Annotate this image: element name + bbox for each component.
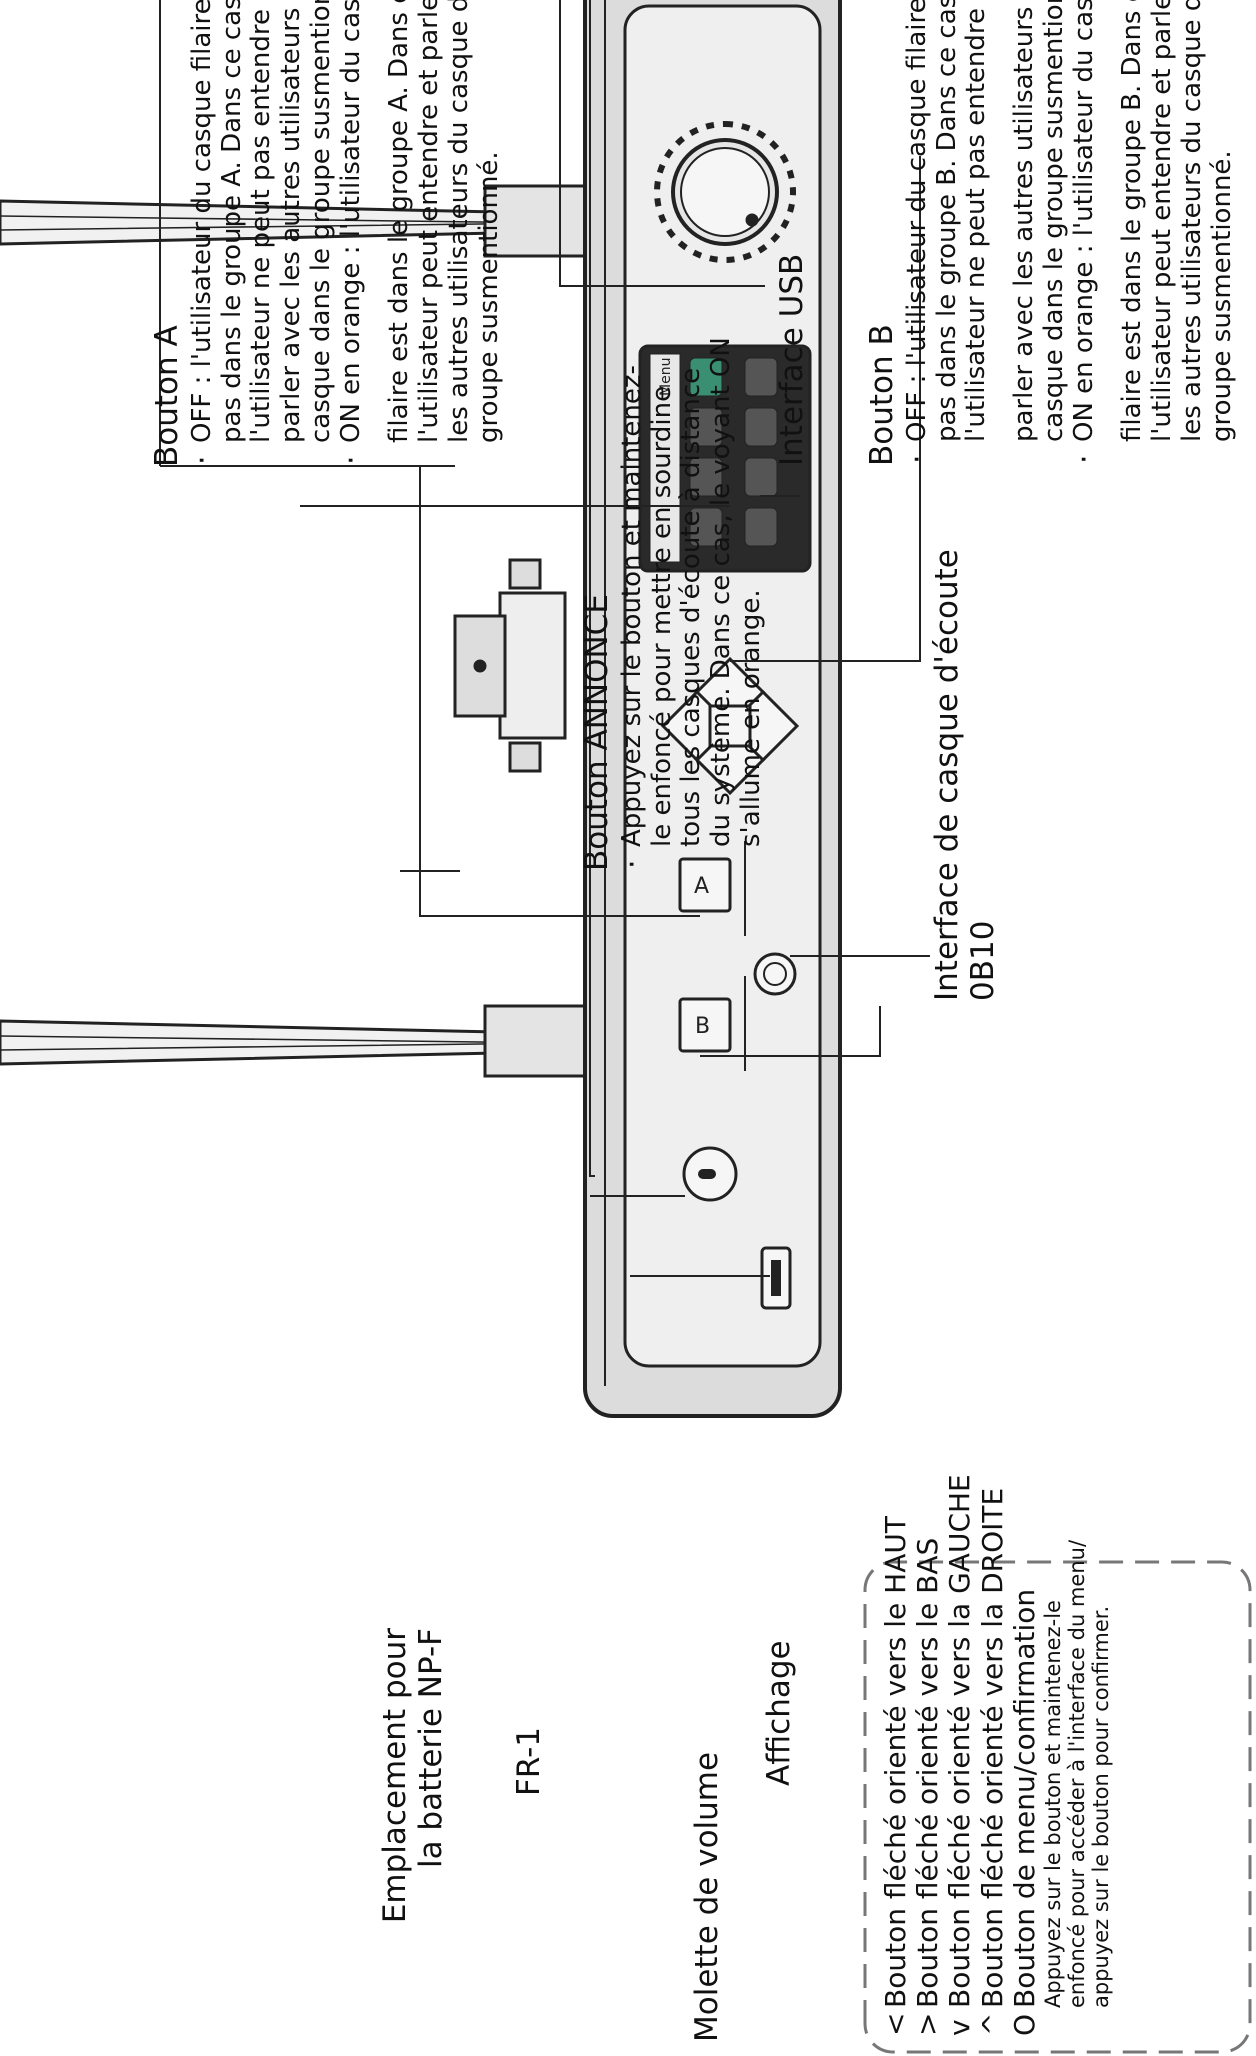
battery-plate — [453, 558, 567, 773]
callout-button-a: Bouton A OFF : l'utilisateur du casque f… — [149, 0, 505, 467]
button-a-label: A — [694, 874, 709, 899]
callout-line: OFF : l'utilisateur du casque filaire n'… — [902, 0, 933, 466]
page-number-text: FR-1 — [511, 1726, 547, 1796]
navigation-legend-box — [863, 1560, 1252, 2054]
nav-down-button — [693, 656, 767, 708]
callout-battery: Emplacement pour la batterie NP-F — [377, 1628, 449, 2048]
callout-display-text: Affichage — [761, 1640, 797, 1786]
nav-up-button — [693, 744, 767, 796]
callout-line: les autres utilisateurs du casque dans l… — [1176, 0, 1207, 442]
callout-button-b: Bouton B OFF : l'utilisateur du casque f… — [864, 0, 1238, 466]
nav-legend-item: <Bouton fléché orienté vers le HAUT — [879, 1516, 912, 2036]
callout-usb: Interface USB — [774, 253, 813, 466]
callout-line: filaire est dans le groupe A. Dans ce ca… — [383, 0, 414, 443]
button-a — [678, 857, 732, 913]
callout-line: parler avec les autres utilisateurs du — [276, 0, 307, 443]
callout-line: tous les casques d'écoute à distance — [676, 367, 707, 847]
callout-line: groupe susmentionné. — [1206, 150, 1237, 442]
callout-line: du système. Dans ce cas, le voyant ON — [706, 337, 737, 847]
callout-line: l'utilisateur peut entendre et parler av… — [1146, 0, 1177, 442]
callout-line: s'allume en orange. — [736, 589, 767, 847]
nav-right-button — [748, 689, 800, 763]
callout-volume-text: Molette de volume — [689, 1751, 725, 2042]
callout-line: l'utilisateur ne peut pas entendre ou — [961, 0, 992, 442]
nav-glyph-icon: ^ — [975, 2012, 1009, 2036]
nav-legend-note: appuyez sur le bouton pour confirmer. — [1089, 1605, 1114, 2008]
callout-line: OFF : l'utilisateur du casque filaire n'… — [187, 0, 218, 467]
nav-legend-note: Appuyez sur le bouton et maintenez-le — [1040, 1600, 1065, 2008]
callout-line: parler avec les autres utilisateurs du — [1009, 0, 1040, 442]
callout-line: ON en orange : l'utilisateur du casque — [336, 0, 367, 467]
nav-glyph-icon: v — [943, 2019, 977, 2036]
nav-glyph-icon: > — [911, 2012, 945, 2036]
callout-headphone-line1: Interface de casque d'écoute — [929, 549, 965, 1001]
callout-annonce-title: Bouton ANNONCE — [579, 594, 615, 871]
volume-knob — [654, 121, 796, 263]
navigation-pad — [660, 656, 800, 796]
callout-usb-title: Interface USB — [774, 253, 810, 466]
callout-line: le enfoncé pour mettre en sourdine — [646, 385, 677, 847]
nav-legend-item: vBouton fléché orienté vers la GAUCHE — [943, 1474, 977, 2036]
callout-line: Appuyez sur le bouton et maintenez- — [617, 337, 648, 871]
nav-legend-note: enfoncé pour accéder à l'interface du me… — [1065, 1539, 1090, 2008]
antenna-right — [0, 1004, 587, 1078]
callout-headphone-line2: 0B10 — [964, 920, 1001, 1001]
callout-line: l'utilisateur peut entendre et parler av… — [413, 0, 444, 443]
callout-display: Affichage — [761, 1640, 798, 1786]
button-b — [678, 997, 732, 1053]
callout-headphone: Interface de casque d'écoute 0B10 — [929, 549, 1001, 1001]
callout-line: pas dans le groupe A. Dans ce cas, — [216, 0, 247, 443]
display-screen: Menu — [638, 344, 812, 573]
callout-annonce: Bouton ANNONCE Appuyez sur le bouton et … — [579, 337, 767, 871]
nav-legend-item: >Bouton fléché orienté vers le BAS — [911, 1537, 945, 2036]
nav-legend-item: OBouton de menu/confirmation — [1007, 1588, 1041, 2036]
nav-glyph-icon: < — [879, 2012, 912, 2036]
callout-line: l'utilisateur ne peut pas entendre ou — [246, 0, 277, 443]
nav-legend-item: ^Bouton fléché orienté vers la DROITE — [975, 1487, 1009, 2036]
group-buttons: A B — [678, 841, 746, 1071]
callout-line: groupe susmentionné. — [473, 151, 504, 443]
navigation-legend: <Bouton fléché orienté vers le HAUT >Bou… — [879, 1474, 1114, 2036]
callout-line: casque dans le groupe susmentionné. — [1039, 0, 1070, 442]
callout-line: les autres utilisateurs du casque dans l… — [443, 0, 474, 443]
button-b-label: B — [695, 1014, 710, 1039]
nav-glyph-icon: O — [1007, 2013, 1041, 2036]
callout-line: casque dans le groupe susmentionné. — [306, 0, 337, 443]
callout-line: pas dans le groupe B. Dans ce cas, — [931, 0, 962, 442]
callout-volume: Molette de volume — [689, 1751, 726, 2042]
screen-title: Menu — [658, 358, 674, 396]
callout-battery-line2: la batterie NP-F — [412, 1628, 449, 1869]
callout-button-a-title: Bouton A — [149, 325, 185, 467]
callout-line: filaire est dans le groupe B. Dans ce ca… — [1116, 0, 1147, 442]
headphone-jack — [753, 952, 797, 996]
annonce-button — [682, 1146, 738, 1202]
nav-left-button — [660, 689, 712, 763]
callout-button-b-title: Bouton B — [864, 324, 900, 466]
callout-battery-line1: Emplacement pour — [377, 1628, 413, 1924]
usb-port — [760, 1246, 792, 1310]
callout-line: ON en orange : l'utilisateur du casque — [1069, 0, 1100, 466]
page-number: FR-1 — [511, 1726, 548, 1796]
